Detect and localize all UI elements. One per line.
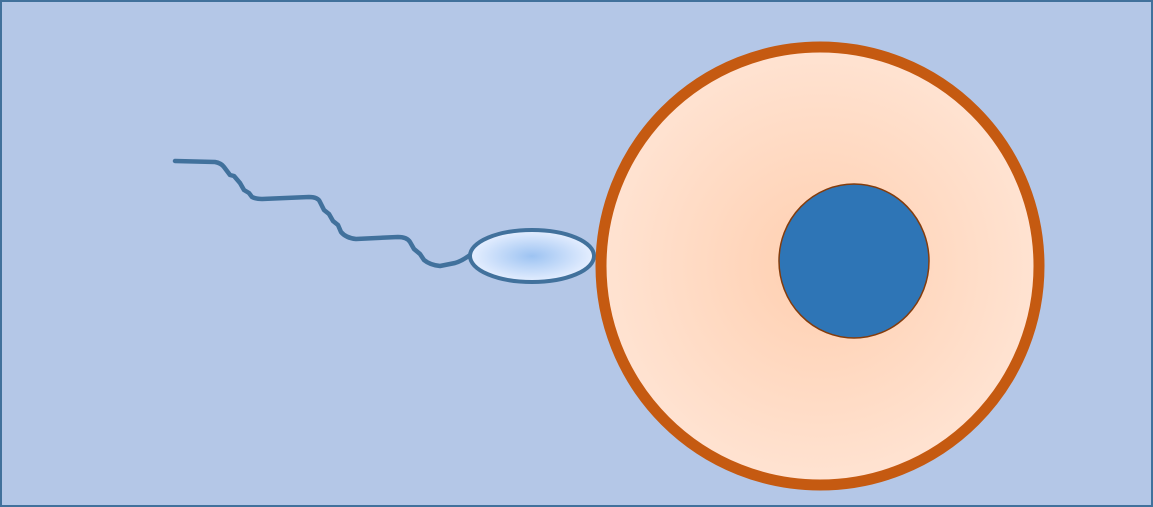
sperm-head [468,228,596,284]
sperm-tail [172,158,473,269]
egg-nucleus [778,183,930,339]
